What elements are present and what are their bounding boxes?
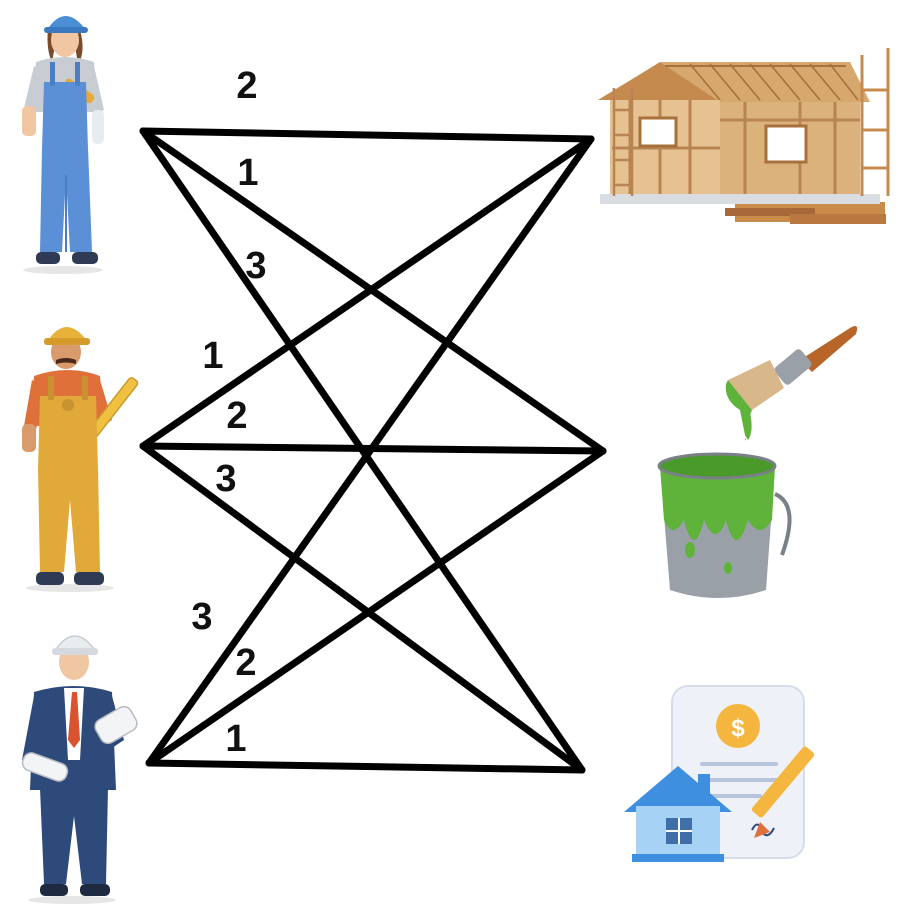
edge-label-w1-t1: 2 (236, 65, 257, 107)
edge-label-w2-t1: 1 (202, 335, 223, 377)
worker-middle-figure (22, 327, 139, 592)
edge-label-w3-t3: 1 (225, 718, 246, 760)
edge-label-w1-t2: 1 (237, 152, 258, 194)
contract-icon: $ (624, 686, 815, 862)
edge-label-w3-t1: 3 (191, 596, 212, 638)
edge-label-w2-t2: 2 (226, 395, 247, 437)
edge-label-w3-t2: 2 (235, 642, 256, 684)
worker-bottom-figure (20, 636, 140, 904)
house-frame-icon (598, 48, 888, 224)
edge-label-w2-t3: 3 (215, 458, 236, 500)
worker-top-figure (22, 16, 104, 274)
edge-w1-t1 (143, 131, 591, 139)
edge-lines (143, 131, 603, 770)
paint-bucket-icon (659, 326, 857, 598)
svg-text:$: $ (731, 715, 745, 742)
edge-label-w1-t3: 3 (245, 245, 266, 287)
edge-w3-t3 (149, 763, 582, 770)
